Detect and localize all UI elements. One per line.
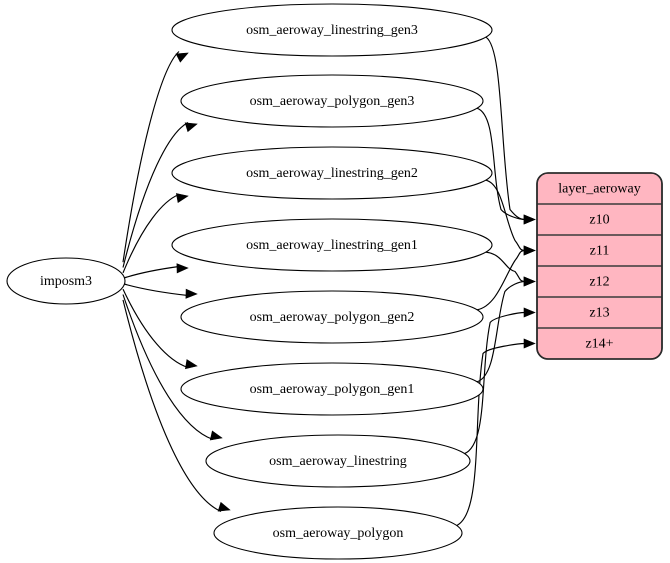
node-osm_aeroway_linestring_gen1[interactable]: osm_aeroway_linestring_gen1	[171, 218, 493, 272]
table-outline	[536, 172, 663, 360]
table-row-z10-label: z10	[589, 213, 609, 228]
edge-osm_aeroway_polygon_gen3-to-z10	[476, 107, 526, 221]
node-osm_aeroway_linestring_gen3-shape	[171, 3, 493, 57]
table-row-z11[interactable]: z11	[537, 235, 662, 266]
arrowhead-to-osm_aeroway_linestring_gen1	[176, 263, 189, 274]
node-imposm3-label: imposm3	[40, 274, 92, 289]
edges-layer	[122, 36, 536, 527]
node-imposm3[interactable]: imposm3	[6, 257, 126, 305]
table-row-z12[interactable]: z12	[537, 266, 662, 297]
nodes-layer: imposm3 osm_aeroway_linestring_gen3 osm_ae…	[6, 3, 493, 560]
edge-imposm3-to-osm_aeroway_linestring_gen1	[122, 265, 180, 279]
table-row-z13[interactable]: z13	[537, 297, 662, 328]
edge-osm_aeroway_linestring_gen3-to-z10	[485, 36, 526, 221]
node-osm_aeroway_polygon_gen2-shape	[180, 290, 484, 344]
node-osm_aeroway_polygon_gen2[interactable]: osm_aeroway_polygon_gen2	[180, 290, 484, 344]
node-osm_aeroway_linestring_gen1-label: osm_aeroway_linestring_gen1	[246, 238, 418, 253]
table-header-label: layer_aeroway	[558, 182, 640, 197]
edge-imposm3-to-osm_aeroway_linestring_gen2	[122, 193, 180, 274]
node-osm_aeroway_linestring_gen2-shape	[171, 146, 493, 200]
node-osm_aeroway_polygon_gen2-label: osm_aeroway_polygon_gen2	[250, 310, 415, 325]
node-osm_aeroway_linestring_gen3[interactable]: osm_aeroway_linestring_gen3	[171, 3, 493, 57]
arrowhead-osm_aeroway_polygon-to-z14+	[523, 338, 536, 349]
table-row-z14+[interactable]: z14+	[537, 328, 662, 359]
edge-imposm3-to-osm_aeroway_linestring	[122, 294, 214, 441]
node-osm_aeroway_polygon_gen1[interactable]: osm_aeroway_polygon_gen1	[180, 362, 484, 416]
arrowhead-to-osm_aeroway_polygon	[217, 501, 231, 512]
arrowhead-osm_aeroway_polygon_gen3-to-z10	[523, 214, 536, 225]
node-osm_aeroway_polygon_gen3[interactable]: osm_aeroway_polygon_gen3	[180, 74, 484, 128]
arrowhead-osm_aeroway_polygon_gen2-to-z11	[523, 245, 536, 256]
arrowhead-to-osm_aeroway_linestring_gen2	[175, 193, 189, 204]
edge-imposm3-to-osm_aeroway_linestring_gen3	[122, 51, 180, 263]
node-osm_aeroway_polygon-label: osm_aeroway_polygon	[273, 526, 404, 541]
node-osm_aeroway_polygon[interactable]: osm_aeroway_polygon	[213, 506, 463, 560]
arrowhead-to-osm_aeroway_polygon_gen3	[184, 122, 198, 133]
table-row-z13-label: z13	[589, 306, 609, 321]
table-row-z10[interactable]: z10	[537, 204, 662, 235]
edge-osm_aeroway_linestring_gen2-to-z11	[485, 179, 526, 252]
node-osm_aeroway_linestring-label: osm_aeroway_linestring	[269, 454, 407, 469]
node-osm_aeroway_linestring_gen2-label: osm_aeroway_linestring_gen2	[246, 166, 418, 181]
table-header-cell: layer_aeroway	[558, 182, 640, 197]
node-osm_aeroway_polygon_gen3-label: osm_aeroway_polygon_gen3	[250, 94, 415, 109]
arrowhead-osm_aeroway_linestring-to-z13	[523, 307, 536, 318]
edge-osm_aeroway_polygon_gen2-to-z11	[476, 249, 526, 311]
node-osm_aeroway_linestring-shape	[205, 434, 471, 488]
table-row-z11-label: z11	[590, 244, 610, 259]
edge-imposm3-to-osm_aeroway_polygon_gen2	[122, 283, 189, 297]
node-osm_aeroway_polygon_gen1-shape	[180, 362, 484, 416]
node-osm_aeroway_linestring_gen2[interactable]: osm_aeroway_linestring_gen2	[171, 146, 493, 200]
node-osm_aeroway_linestring[interactable]: osm_aeroway_linestring	[205, 434, 471, 488]
edge-osm_aeroway_linestring_gen1-to-z12	[485, 251, 526, 283]
table-layer-aeroway[interactable]: layer_aeroway z10 z11 z12 z13 z14+	[536, 172, 663, 360]
node-osm_aeroway_polygon_gen3-shape	[180, 74, 484, 128]
table-row-z12-label: z12	[589, 275, 609, 290]
arrowhead-to-osm_aeroway_linestring	[209, 430, 223, 441]
edge-osm_aeroway_polygon-to-z14+	[455, 342, 526, 527]
node-osm_aeroway_linestring_gen1-shape	[171, 218, 493, 272]
arrowhead-osm_aeroway_polygon_gen1-to-z12	[523, 276, 536, 287]
edge-imposm3-to-osm_aeroway_polygon	[122, 299, 222, 513]
table-layer: layer_aeroway z10 z11 z12 z13 z14+	[536, 172, 663, 360]
arrowhead-to-osm_aeroway_linestring_gen3	[175, 52, 189, 63]
node-osm_aeroway_polygon_gen1-label: osm_aeroway_polygon_gen1	[250, 382, 415, 397]
arrowhead-to-osm_aeroway_polygon_gen2	[185, 288, 198, 299]
node-osm_aeroway_polygon-shape	[213, 506, 463, 560]
table-row-z14+-label: z14+	[585, 337, 613, 352]
edge-imposm3-to-osm_aeroway_polygon_gen1	[122, 288, 189, 369]
arrowhead-to-osm_aeroway_polygon_gen1	[185, 359, 198, 370]
edge-osm_aeroway_polygon_gen1-to-z12	[476, 280, 526, 383]
node-osm_aeroway_linestring_gen3-label: osm_aeroway_linestring_gen3	[246, 23, 418, 38]
edge-imposm3-to-osm_aeroway_polygon_gen3	[122, 121, 189, 268]
node-imposm3-shape	[6, 257, 126, 305]
